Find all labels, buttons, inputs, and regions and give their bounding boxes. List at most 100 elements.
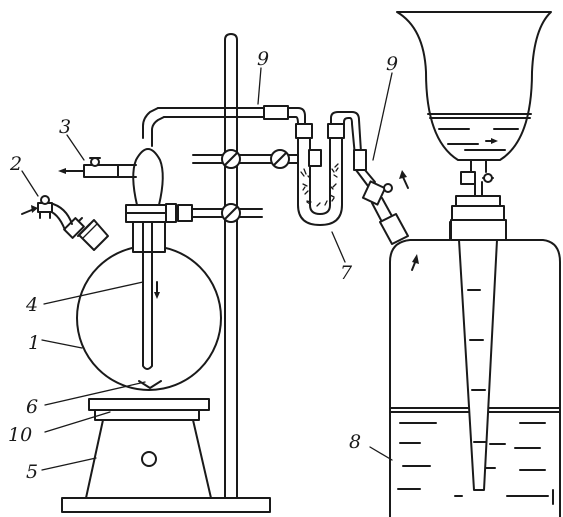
funnel-cone-marks <box>467 289 487 443</box>
inner-tube-walls <box>142 164 153 370</box>
top-tube-vertical <box>142 107 165 147</box>
heater-stirrer <box>85 398 212 499</box>
heater-body <box>85 419 212 499</box>
stir-bar <box>138 380 162 389</box>
bulb-head <box>58 107 165 206</box>
funnel-collar-1 <box>455 195 501 207</box>
heater-top <box>94 409 200 421</box>
separatory-funnel <box>396 11 552 173</box>
jar-tap-knob <box>383 183 393 193</box>
label-heater: 5 <box>26 461 38 483</box>
u-tube-fill-2 <box>302 167 339 205</box>
jar-connection <box>353 149 409 245</box>
gas-arrow-up-head <box>399 170 407 179</box>
clamp-ring-bottom <box>125 212 167 223</box>
clamp-screw-block <box>177 204 193 222</box>
label-hose-left: 9 <box>257 48 269 70</box>
leader-6 <box>44 381 146 406</box>
jar-hose-down <box>355 169 376 187</box>
heater-knob <box>141 451 157 467</box>
inlet-arrow-head <box>31 205 38 213</box>
leader-9-right <box>372 72 393 161</box>
funnel-flow-arrow-head <box>491 138 498 144</box>
leader-5 <box>41 457 97 471</box>
top-tubing <box>157 105 306 125</box>
outlet-tap-body <box>83 164 119 178</box>
clamp-arm-right <box>239 208 263 218</box>
funnel-neck <box>470 159 487 173</box>
round-bottom-flask <box>76 219 222 391</box>
label-plate: 10 <box>8 424 32 446</box>
label-u-tube: 7 <box>340 262 353 284</box>
inlet-tap-knob <box>40 195 50 205</box>
funnel-liquid-line <box>427 113 532 119</box>
label-inlet-tap: 2 <box>9 153 22 175</box>
u-tube-fill <box>300 163 339 207</box>
funnel-collar-3 <box>450 219 507 241</box>
ring-stand <box>61 33 271 513</box>
funnel-collar-2 <box>451 205 505 221</box>
stand-rod <box>224 33 238 498</box>
u-tube-left-stopper <box>295 123 313 139</box>
bulb <box>132 148 164 206</box>
clamp-jaw <box>165 203 177 223</box>
leader-lines <box>21 67 393 471</box>
inlet-tap <box>21 195 91 239</box>
label-outlet-tap: 3 <box>59 116 71 138</box>
gas-arrow-up <box>402 176 409 189</box>
label-gas-jar: 8 <box>349 431 361 453</box>
outlet-arrow-head <box>58 168 66 174</box>
leader-1 <box>41 339 83 349</box>
jar-hose-connector <box>353 149 367 171</box>
jar-neck-stopper <box>379 213 409 245</box>
stand-base <box>61 497 271 513</box>
leader-10 <box>44 411 111 433</box>
funnel-tap-knob <box>483 173 493 183</box>
u-tube <box>295 111 362 226</box>
jar-tap-body <box>361 180 387 206</box>
outlet-side-arm <box>117 164 137 178</box>
inlet-connector <box>63 217 85 239</box>
tubing-to-utube <box>287 107 306 125</box>
u-tube-clamp <box>308 149 322 167</box>
label-flask: 1 <box>28 332 40 354</box>
tubing-line <box>157 107 266 118</box>
funnel-tube <box>450 171 507 491</box>
jar-water-dashes <box>397 422 549 497</box>
leader-4 <box>43 281 144 305</box>
clamp-ring-top <box>125 204 167 214</box>
label-stir-bar: 6 <box>26 396 38 418</box>
neck-clamp <box>125 203 263 223</box>
upper-clamp-boss-2-mark <box>273 152 287 166</box>
number-labels: 1 2 3 4 5 6 7 8 9 9 10 <box>8 48 398 483</box>
label-hose-right: 9 <box>386 53 398 75</box>
tubing-connector-left <box>263 105 289 120</box>
flask-neck <box>132 221 166 253</box>
clamp-boss-mark <box>224 206 238 220</box>
leader-2 <box>21 170 39 197</box>
jar-water-dashes-2 <box>489 443 554 505</box>
label-inner-tube: 4 <box>25 294 38 316</box>
flow-arrow-down-head <box>154 292 160 299</box>
funnel-tap-body <box>460 171 476 185</box>
funnel-bowl <box>396 11 552 161</box>
outlet-tap-knob <box>90 157 100 167</box>
leader-8 <box>369 446 393 461</box>
funnel-liquid-dashes <box>438 128 519 151</box>
flask-side-neck-inner <box>82 223 98 239</box>
funnel-stem <box>474 181 483 197</box>
inner-tube <box>142 164 160 370</box>
leader-7 <box>331 231 346 263</box>
upper-clamp <box>192 149 313 169</box>
funnel-cone <box>458 239 498 491</box>
u-tube-right-stopper <box>327 123 345 139</box>
jar-shoulder-head <box>412 254 419 264</box>
inlet-tap-handle <box>39 211 51 219</box>
jar-tap-stem <box>371 197 394 223</box>
flask-side-neck <box>78 219 109 251</box>
leader-9-left <box>257 67 262 105</box>
u-tube-hose-right <box>330 111 362 157</box>
upper-clamp-boss-mark <box>224 152 238 166</box>
heating-plate <box>88 398 210 411</box>
